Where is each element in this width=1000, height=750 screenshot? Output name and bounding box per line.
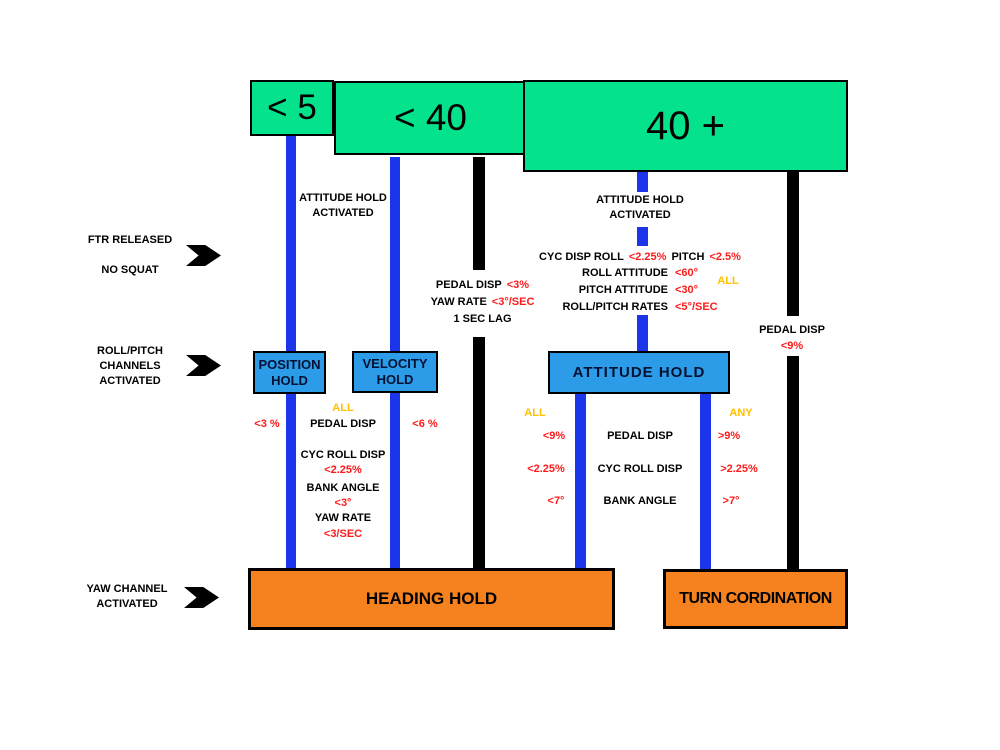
bar-plus40-attitude-a [637, 172, 648, 192]
value-bank-gt: >7° [722, 495, 740, 507]
label-pedal-disp-hover: PEDAL DISP [310, 418, 376, 430]
lt40-pedal-line: PEDAL DISP<3% [435, 279, 530, 291]
lt40-lag-line: 1 SEC LAG [453, 313, 512, 325]
label-pedal-disp-right: PEDAL DISP [759, 324, 825, 336]
attitude-hold-box: ATTITUDE HOLD [548, 351, 730, 394]
label-yaw-rate-hover: YAW RATE [314, 512, 372, 524]
speed-box-40plus-label: 40 + [646, 103, 725, 148]
note-attitude-hold-activated-right: ATTITUDE HOLD ACTIVATED [596, 194, 684, 221]
heading-hold-box: HEADING HOLD [248, 568, 615, 630]
speed-box-lt5: < 5 [250, 80, 334, 136]
label-cyc-roll-disp-hover: CYC ROLL DISP [300, 449, 386, 461]
lt40-yaw-line: YAW RATE<3°/SEC [430, 296, 535, 308]
label-cyc-roll-disp-attitude: CYC ROLL DISP [597, 463, 683, 475]
bar-plus40-attitude-b [637, 227, 648, 246]
label-bank-angle-attitude: BANK ANGLE [603, 495, 677, 507]
note-attitude-hold-activated-left: ATTITUDE HOLD ACTIVATED [299, 192, 387, 219]
speed-box-lt5-label: < 5 [267, 88, 317, 127]
label-any-attitude-right: ANY [729, 407, 753, 419]
bar-attitude-left-branch [575, 392, 586, 568]
arrow-roll-pitch-icon [186, 355, 221, 376]
value-cyc-gt: >2.25% [720, 463, 758, 475]
label-pedal-disp-attitude: PEDAL DISP [607, 430, 673, 442]
bar-plus40-attitude-c [637, 315, 648, 352]
position-hold-box: POSITION HOLD [253, 351, 326, 394]
value-pedal-disp-right: <9% [780, 340, 804, 352]
label-ftr-released: FTR RELEASED [87, 234, 173, 246]
arrow-yaw-icon [184, 587, 219, 608]
turn-coordination-box: TURN CORDINATION [663, 569, 848, 629]
value-cyc-roll-hover: <2.25% [324, 464, 362, 476]
value-bank-angle-hover: <3° [334, 497, 352, 509]
speed-box-lt40-label: < 40 [393, 97, 468, 138]
value-cyc-lt: <2.25% [527, 463, 565, 475]
criteria-roll-attitude-line: ROLL ATTITUDE <60° [582, 267, 699, 279]
label-roll-pitch-channels: ROLL/PITCH CHANNELS ACTIVATED [97, 345, 163, 387]
value-pedal-gt: >9% [717, 430, 741, 442]
label-all-attitude-left: ALL [524, 407, 546, 419]
value-velocity-pedal: <6 % [412, 418, 438, 430]
criteria-pitch-attitude-line: PITCH ATTITUDE <30° [578, 284, 699, 296]
label-all-hover: ALL [332, 402, 354, 414]
speed-box-40plus: 40 + [523, 80, 848, 172]
criteria-roll-pitch-rates-line: ROLL/PITCH RATES <5°/SEC [562, 301, 718, 313]
label-no-squat: NO SQUAT [101, 264, 159, 276]
bar-attitude-right-branch [700, 392, 711, 569]
bar-lt40-yaw-lower [473, 337, 485, 568]
value-yaw-rate-hover: <3/SEC [323, 528, 363, 540]
bar-lt40-yaw-upper [473, 157, 485, 270]
value-position-pedal: <3 % [254, 418, 280, 430]
criteria-cyc-disp-line: CYC DISP ROLL<2.25%PITCH<2.5% [539, 251, 741, 263]
label-all-criteria: ALL [717, 275, 739, 287]
speed-box-lt40: < 40 [334, 81, 527, 155]
bar-plus40-yaw-upper [787, 172, 799, 316]
bar-plus40-yaw-lower [787, 356, 799, 569]
value-pedal-lt: <9% [542, 430, 566, 442]
note-lt40-yaw: PEDAL DISP<3% YAW RATE<3°/SEC 1 SEC LAG [410, 277, 555, 328]
value-bank-lt: <7° [547, 495, 565, 507]
velocity-hold-box: VELOCITY HOLD [352, 351, 438, 393]
label-bank-angle-hover: BANK ANGLE [306, 482, 380, 494]
arrow-ftr-icon [186, 245, 221, 266]
label-yaw-channel: YAW CHANNEL ACTIVATED [86, 583, 168, 610]
